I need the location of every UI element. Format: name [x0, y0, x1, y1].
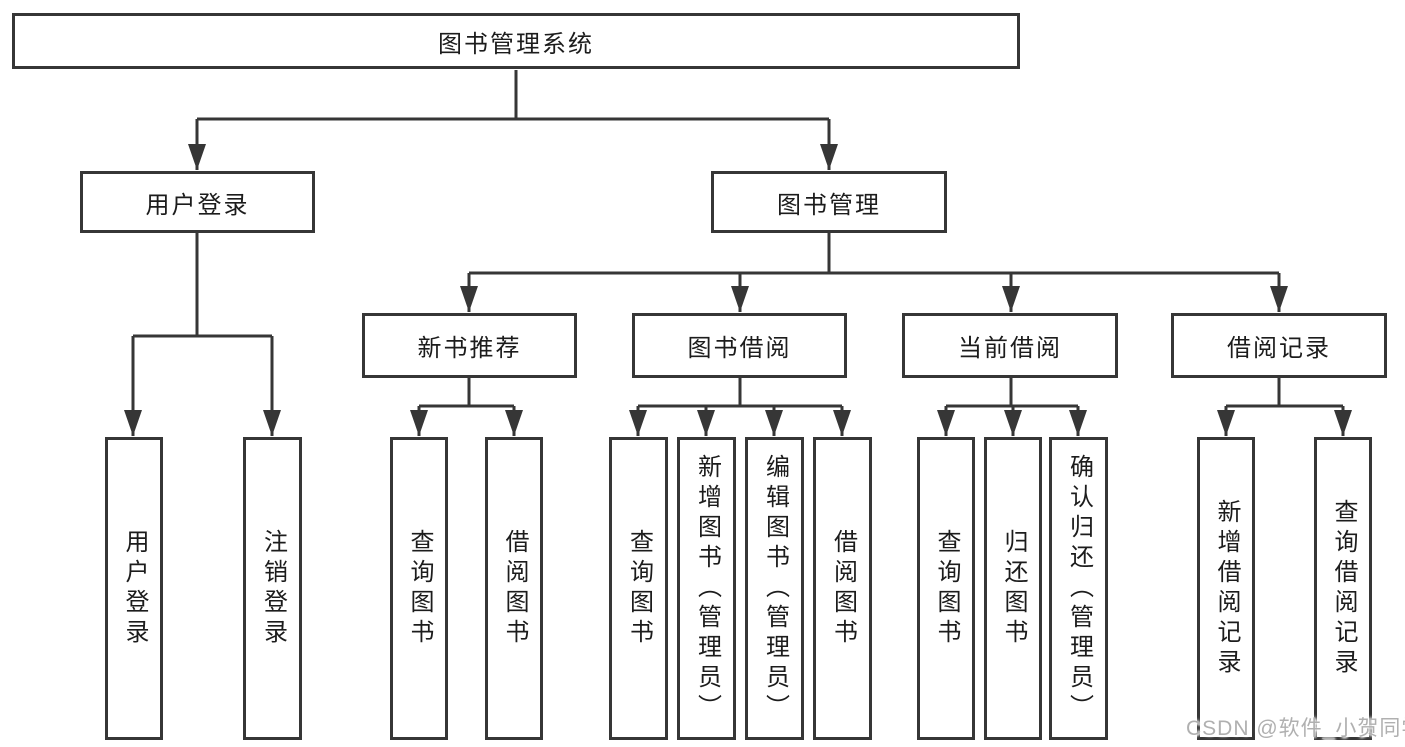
- leaf-label: 查询图书: [625, 528, 653, 649]
- leaf-add-borrow-record: 新增借阅记录: [1197, 437, 1255, 740]
- leaf-label: 编辑图书（管理员）: [761, 453, 789, 724]
- node-borrowing-records: 借阅记录: [1171, 313, 1387, 378]
- leaf-label: 注销登录: [259, 528, 287, 649]
- leaf-return-books: 归还图书: [984, 437, 1042, 740]
- leaf-query-borrow-record: 查询借阅记录: [1314, 437, 1372, 740]
- leaf-label: 查询借阅记录: [1330, 498, 1357, 679]
- leaf-label: 借阅图书: [829, 528, 857, 649]
- leaf-borrow-books: 借阅图书: [813, 437, 872, 740]
- leaf-label: 新增借阅记录: [1213, 498, 1240, 679]
- leaf-confirm-return-admin: 确认归还（管理员）: [1049, 437, 1108, 740]
- leaf-label: 归还图书: [1000, 528, 1027, 649]
- leaf-label: 用户登录: [121, 528, 148, 649]
- node-root: 图书管理系统: [12, 13, 1020, 69]
- leaf-label: 借阅图书: [501, 528, 528, 649]
- leaf-query-books-borrow: 查询图书: [609, 437, 668, 740]
- leaf-edit-book-admin: 编辑图书（管理员）: [745, 437, 804, 740]
- node-book-management: 图书管理: [711, 171, 947, 233]
- node-user-login: 用户登录: [80, 171, 315, 233]
- node-current-borrowing: 当前借阅: [902, 313, 1118, 378]
- leaf-label: 查询图书: [933, 528, 960, 649]
- csdn-watermark: CSDN @软件_小贺同学: [1186, 717, 1405, 740]
- leaf-add-book-admin: 新增图书（管理员）: [677, 437, 736, 740]
- leaf-label: 确认归还（管理员）: [1065, 453, 1093, 724]
- node-book-borrowing: 图书借阅: [632, 313, 847, 378]
- leaf-label: 新增图书（管理员）: [693, 453, 721, 724]
- leaf-label: 查询图书: [406, 528, 433, 649]
- leaf-user-login: 用户登录: [105, 437, 163, 740]
- leaf-query-books-current: 查询图书: [917, 437, 975, 740]
- node-new-book-recommend: 新书推荐: [362, 313, 577, 378]
- leaf-logout: 注销登录: [243, 437, 302, 740]
- leaf-borrow-books-recommend: 借阅图书: [485, 437, 543, 740]
- leaf-query-books-recommend: 查询图书: [390, 437, 448, 740]
